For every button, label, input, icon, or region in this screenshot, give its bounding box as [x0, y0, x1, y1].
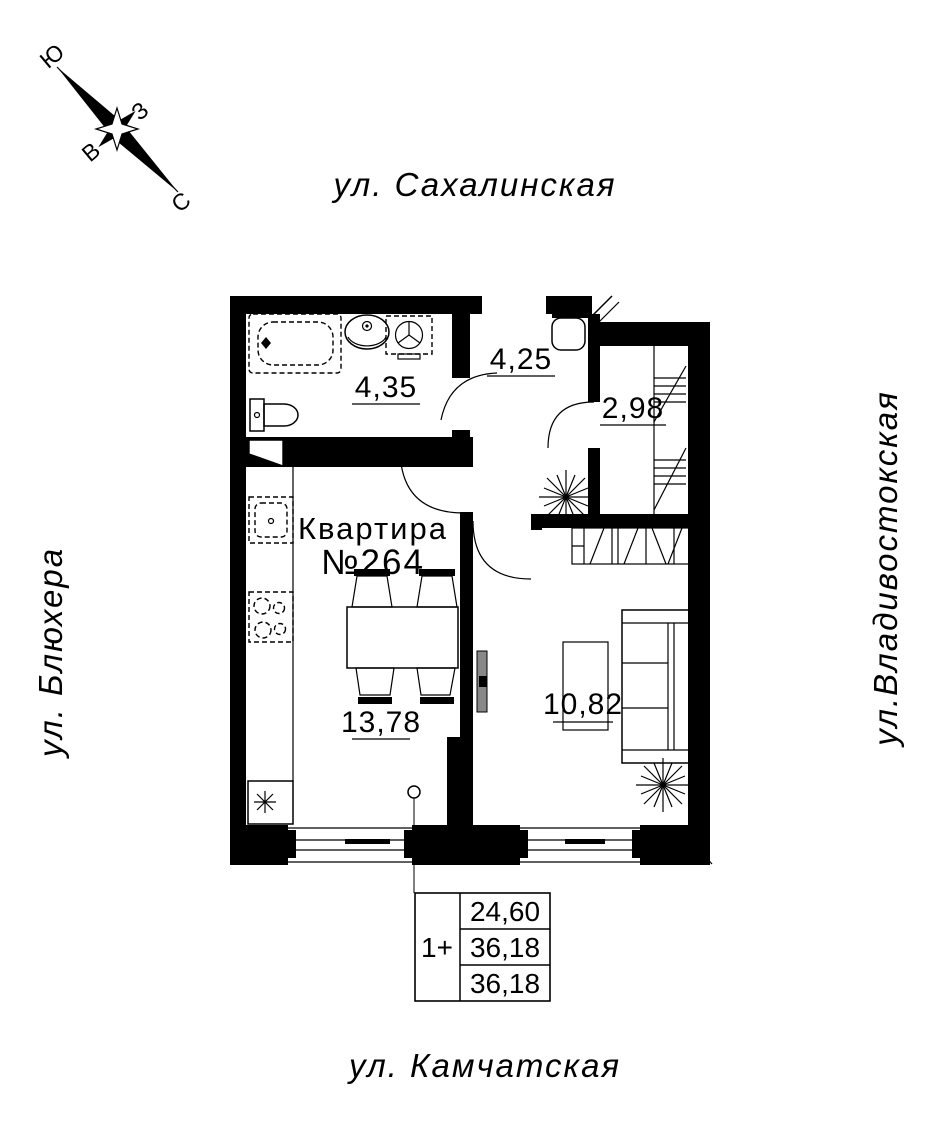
desk-icon — [562, 641, 609, 731]
room-area-bedroom-value: 10,82 — [543, 688, 623, 721]
compass-west-label: З — [126, 96, 153, 125]
apartment-number: №264 — [321, 543, 425, 582]
room-area-bathroom-value: 4,35 — [355, 371, 417, 404]
room-area-wardrobe: 2,98 — [600, 392, 666, 426]
room-area-wardrobe-value: 2,98 — [602, 392, 664, 425]
walls — [230, 296, 713, 865]
leader-circle — [407, 785, 421, 799]
room-area-bathroom: 4,35 — [352, 371, 420, 405]
info-table-value-row-1: 36,18 — [470, 932, 540, 963]
compass-north-label: С — [166, 187, 195, 218]
kitchen-sink-icon — [248, 496, 294, 544]
bathroom-door-leaf — [248, 439, 284, 467]
street-label-right: ул.Владивостокская — [867, 390, 904, 748]
toilet-icon — [249, 398, 299, 432]
street-label-left: ул. Блюхера — [32, 547, 69, 759]
entrance-door-icon — [589, 295, 620, 323]
closet-hatch-icon — [571, 527, 691, 565]
dining-table-icon — [346, 606, 459, 669]
stove-icon — [248, 591, 294, 643]
room-area-hallway: 4,25 — [487, 343, 555, 377]
bathtub-icon — [248, 313, 342, 374]
plant-icon — [636, 758, 690, 812]
street-label-top: ул. Сахалинская — [332, 166, 617, 203]
chair-icon — [416, 569, 458, 608]
street-label-bottom: ул. Камчатская — [347, 1047, 621, 1084]
compass-rose-icon: Ю З В С — [35, 38, 196, 217]
info-table-rooms-count: 1+ — [421, 932, 453, 963]
bathroom-sink-icon — [344, 314, 390, 350]
washing-machine-icon — [385, 315, 433, 360]
room-area-hallway-value: 4,25 — [490, 343, 552, 376]
info-table: 1+ 24,60 36,18 36,18 — [414, 892, 551, 1002]
chair-icon — [355, 667, 395, 704]
compass-east-label: В — [77, 137, 105, 167]
chair-icon — [416, 667, 456, 704]
room-area-kitchen-living: 13,78 — [341, 706, 421, 740]
room-area-bedroom: 10,82 — [543, 688, 623, 723]
fridge-icon — [247, 780, 294, 825]
info-table-value-row-0: 24,60 — [470, 896, 540, 927]
chair-icon — [351, 569, 393, 608]
window-bedroom-icon — [520, 827, 640, 863]
tv-icon — [476, 650, 488, 713]
plant-icon — [539, 470, 593, 524]
ottoman-icon — [551, 317, 586, 351]
room-area-kitchen-living-value: 13,78 — [341, 706, 421, 739]
sofa-icon — [621, 609, 691, 764]
wardrobe-shelves-icon — [653, 346, 687, 514]
compass-south-label: Ю — [35, 38, 70, 73]
apartment-label: Квартира №264 — [298, 511, 448, 582]
door-arcs — [248, 372, 595, 580]
window-kitchen-icon — [288, 827, 412, 863]
apartment-title: Квартира — [298, 511, 448, 546]
info-table-value-row-2: 36,18 — [470, 968, 540, 999]
leader-line — [407, 785, 421, 893]
